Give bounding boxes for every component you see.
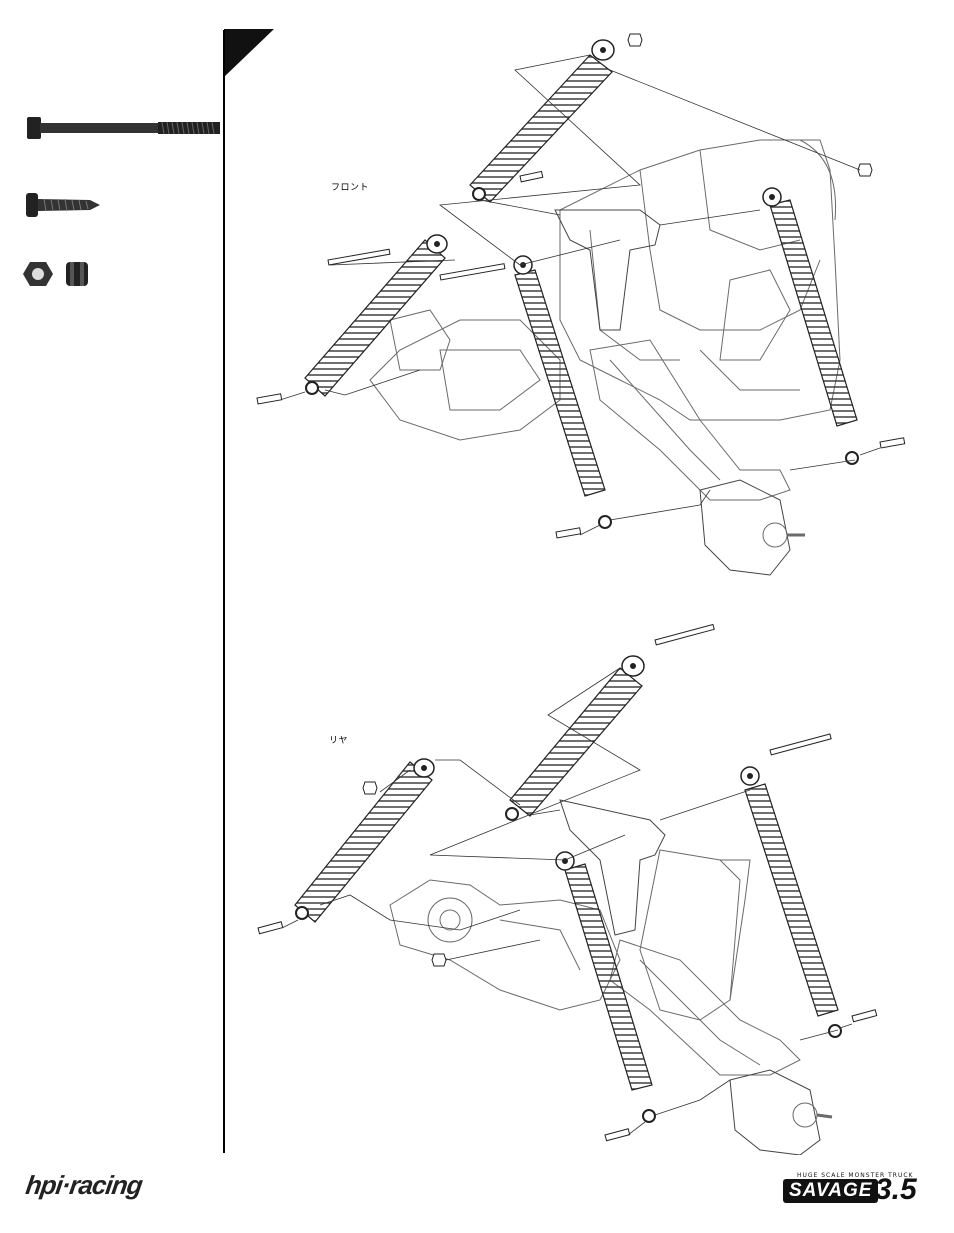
rear-right-shock [741, 767, 841, 1037]
parts-list [0, 0, 223, 400]
front-left-shock [305, 235, 447, 396]
rear-middle-shock [556, 852, 655, 1122]
product-name: SAVAGE [783, 1179, 878, 1203]
exploded-assembly-diagram [225, 25, 925, 1155]
hpi-racing-logo: hpi·racing [24, 1170, 144, 1201]
long-cap-screw-icon [27, 117, 220, 139]
front-right-shock [763, 188, 858, 464]
rear-center-shock [506, 656, 644, 820]
savage-product-logo: HUGE SCALE MONSTER TRUCK SAVAGE 3.5 [783, 1172, 925, 1208]
flange-nut-icon [66, 262, 88, 286]
lock-nut-icon [23, 262, 53, 286]
product-version: 3.5 [875, 1174, 917, 1206]
tapping-screw-icon [26, 193, 100, 217]
